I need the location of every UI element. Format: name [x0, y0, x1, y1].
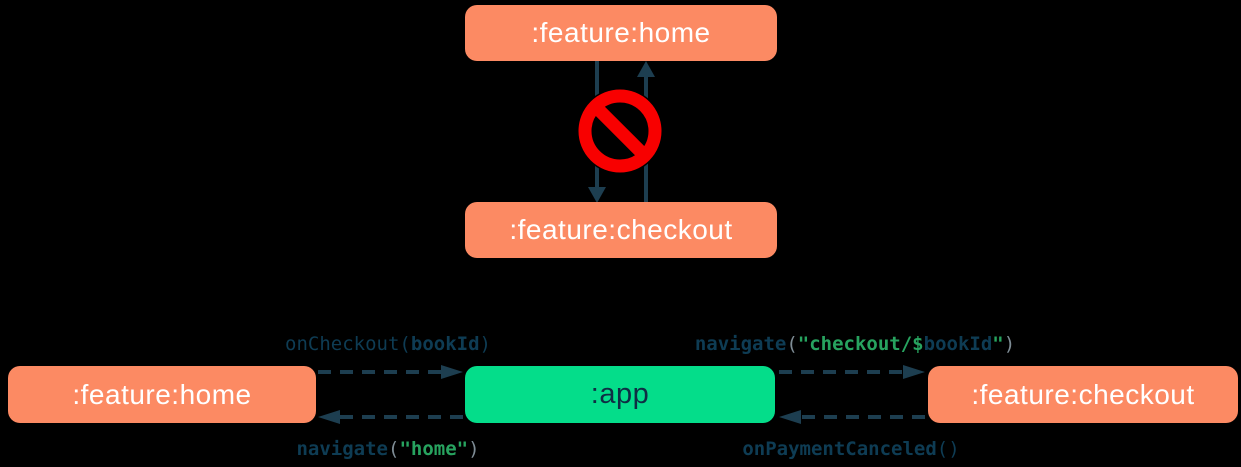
edge-label-navigate-home: navigate("home") — [296, 438, 479, 460]
event-arrow-checkout-to-app — [779, 410, 925, 424]
fn-name: navigate — [694, 333, 787, 355]
module-box-feature-checkout: :feature:checkout — [928, 366, 1238, 423]
module-label: :feature:home — [72, 378, 252, 410]
edge-label-navigate-checkout: navigate("checkout/$bookId") — [695, 333, 1015, 355]
module-box-feature-checkout-top: :feature:checkout — [465, 202, 777, 258]
fn-name: onPaymentCanceled — [742, 438, 937, 460]
no-entry-icon — [577, 88, 663, 174]
dollar-sign: $ — [912, 333, 924, 355]
paren: ( — [399, 333, 411, 355]
edge-label-onpaymentcanceled: onPaymentCanceled() — [742, 438, 959, 460]
navigate-arrow-app-to-home — [318, 410, 463, 424]
module-box-app: :app — [465, 366, 775, 423]
parens: () — [936, 438, 960, 460]
edge-label-oncheckout: onCheckout(bookId) — [285, 333, 491, 355]
arg-bookid: bookId — [410, 333, 480, 355]
string-literal: "checkout/ — [797, 333, 913, 355]
fn-name: navigate — [296, 438, 388, 460]
navigate-arrow-app-to-checkout — [779, 365, 925, 379]
module-box-feature-home-top: :feature:home — [465, 5, 777, 61]
string-literal: "home" — [399, 438, 469, 460]
paren: ) — [1003, 333, 1016, 355]
module-box-feature-home: :feature:home — [8, 366, 316, 423]
paren: ) — [479, 333, 491, 355]
module-label: :feature:home — [531, 17, 711, 48]
module-label: :feature:checkout — [509, 214, 733, 245]
paren: ) — [468, 438, 480, 460]
var-bookid: bookId — [923, 333, 993, 355]
paren: ( — [387, 438, 400, 460]
fn-name: onCheckout — [285, 333, 400, 355]
string-literal: " — [992, 333, 1004, 355]
module-label: :feature:checkout — [971, 378, 1195, 410]
module-label: :app — [590, 378, 650, 410]
event-arrow-home-to-app — [318, 365, 463, 379]
paren: ( — [786, 333, 798, 355]
